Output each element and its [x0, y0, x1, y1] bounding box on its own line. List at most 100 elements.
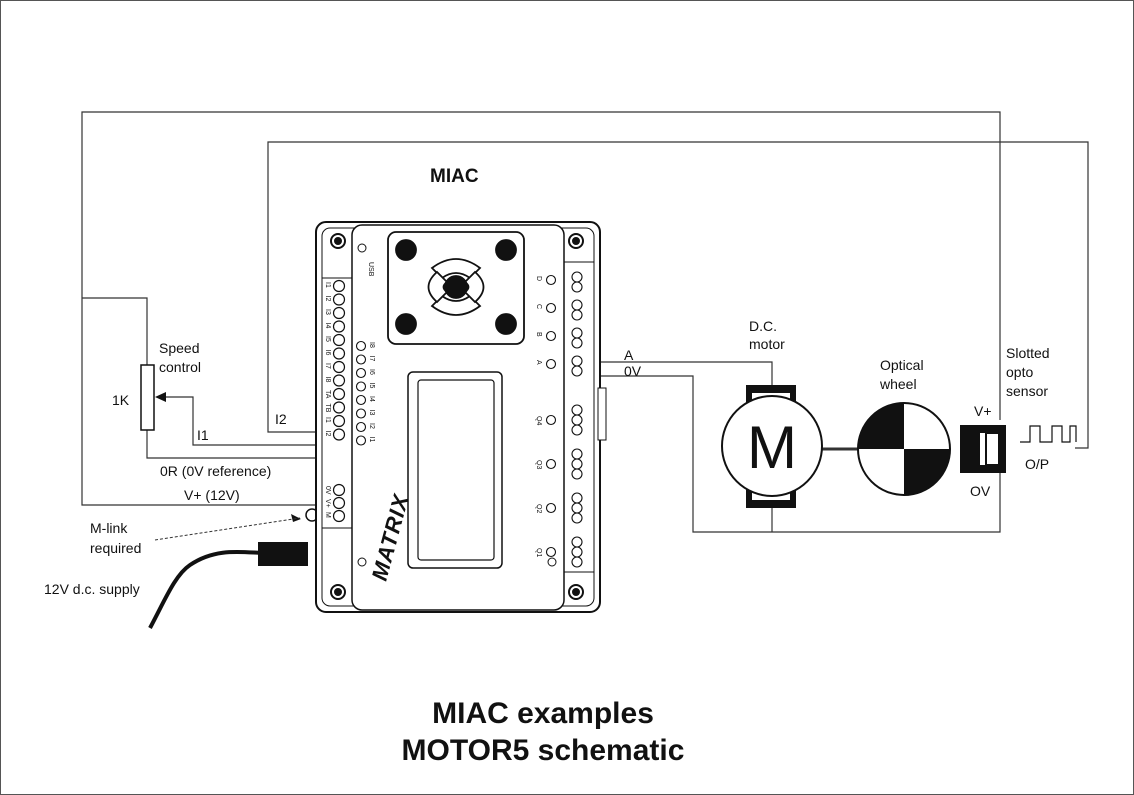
ov-label: OV	[970, 483, 991, 499]
title-line1: MIAC examples	[432, 697, 654, 730]
left-terminal	[332, 279, 346, 293]
wire-i2-loop	[267, 141, 1089, 449]
right-connector	[563, 261, 595, 573]
left-pin-label: I4	[324, 323, 331, 329]
optical-wheel	[857, 402, 951, 496]
mlink-label: M-link	[90, 520, 128, 536]
wire-wiper-i1	[162, 396, 318, 446]
a-label: A	[624, 347, 634, 363]
data-pin-label: C	[535, 304, 542, 309]
output-terminal	[545, 546, 557, 558]
wire-vplus-12	[81, 298, 318, 506]
inner-pin-label: I3	[368, 410, 375, 416]
left-terminal	[332, 347, 346, 360]
mlink-arrow	[291, 514, 301, 522]
supply-plug	[258, 542, 308, 566]
pot-value-label: 1K	[112, 392, 130, 408]
wheel-label: wheel	[879, 376, 917, 392]
power-terminal	[332, 496, 346, 510]
output-screw-terminal	[571, 414, 583, 426]
pulse-waveform	[1020, 425, 1077, 443]
inner-terminal	[355, 394, 367, 406]
left-pin-label: I1	[324, 282, 331, 288]
output-pin-label: Q2	[535, 504, 542, 513]
inner-pin-label: I4	[368, 396, 375, 402]
motor-symbol: M	[747, 414, 797, 481]
left-pin-label: I6	[324, 350, 331, 356]
left-terminal	[332, 293, 346, 306]
left-pin-label: TB	[324, 404, 331, 413]
right-terminal	[571, 327, 583, 339]
title-line2: MOTOR5 schematic	[402, 734, 685, 767]
wire-a-motor	[597, 361, 773, 385]
supply-cable	[148, 549, 263, 629]
output-pin-label: Q3	[535, 460, 542, 469]
device-label: MIAC	[430, 166, 479, 187]
output-screw-terminal	[571, 512, 583, 524]
power-terminal	[332, 483, 346, 497]
opto-sensor	[960, 425, 1006, 473]
key-bl	[395, 313, 417, 335]
i1-label: I1	[197, 427, 209, 443]
left-pin-label: I3	[324, 309, 331, 315]
left-pin-label: I8	[324, 377, 331, 383]
optical-label: Optical	[880, 357, 924, 373]
left-terminal	[332, 306, 346, 320]
inner-terminal	[355, 367, 367, 379]
zero-v-label: 0V	[624, 363, 642, 379]
output-screw-terminal	[571, 404, 583, 416]
output-screw-terminal	[571, 546, 583, 558]
data-pin-label: D	[535, 276, 542, 281]
left-terminal	[332, 401, 346, 414]
output-pin-label: Q1	[535, 548, 542, 557]
dc-motor	[721, 385, 823, 508]
vplus-12-label: V+ (12V)	[184, 487, 240, 503]
right-terminal	[571, 299, 583, 311]
left-pin-label: TA	[324, 390, 331, 399]
supply-label: 12V d.c. supply	[44, 581, 140, 597]
inner-pin-label: I8	[368, 342, 375, 348]
output-screw-terminal	[571, 556, 583, 568]
wiper-arrow	[155, 392, 166, 402]
wire-vplus-loop	[81, 111, 1001, 420]
data-terminal	[545, 358, 557, 370]
data-pin-label: A	[535, 360, 542, 365]
left-pin-label: I5	[324, 336, 331, 342]
output-screw-terminal	[571, 492, 583, 504]
potentiometer	[140, 364, 155, 431]
key-br	[495, 313, 517, 335]
left-pin-label: I2	[324, 296, 331, 302]
inner-terminal	[355, 408, 367, 419]
dc-label: D.C.	[749, 318, 777, 334]
vplus-label: V+	[974, 403, 992, 419]
data-terminal	[545, 330, 557, 342]
slotted-label: Slotted	[1006, 345, 1050, 361]
output-terminal	[545, 414, 557, 426]
data-terminal	[545, 274, 557, 286]
left-terminal	[332, 414, 346, 428]
right-terminal	[571, 365, 583, 377]
control-label: control	[159, 359, 201, 375]
wire-pot-top	[82, 297, 148, 365]
data-pin-label: B	[535, 332, 542, 337]
right-terminal	[571, 281, 583, 293]
right-terminal	[571, 271, 583, 283]
left-terminal	[332, 320, 346, 333]
inner-pin-label: I6	[368, 369, 375, 375]
inner-terminal	[355, 381, 367, 392]
ok-key	[444, 275, 468, 299]
left-pin-label: I7	[324, 363, 331, 369]
speed-label: Speed	[159, 340, 199, 356]
power-pin-label: M	[324, 512, 331, 518]
key-tl	[395, 239, 417, 261]
opto-label: opto	[1006, 364, 1033, 380]
wire-0v-rail	[597, 375, 1001, 533]
inner-pin-label: I5	[368, 383, 375, 389]
output-terminal	[545, 458, 557, 470]
output-screw-terminal	[571, 458, 583, 470]
wires	[81, 111, 1089, 533]
